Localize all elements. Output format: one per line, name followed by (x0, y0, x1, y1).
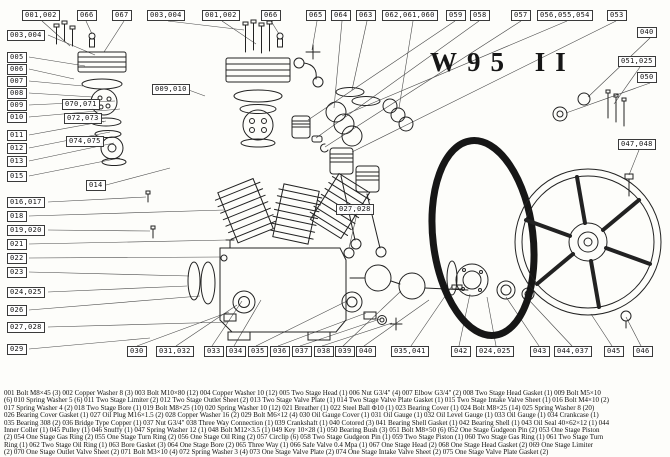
callout-006: 006 (7, 64, 27, 75)
one-stage-head-left (77, 51, 127, 166)
callout-040: 040 (637, 27, 657, 38)
callout-074-075: 074,075 (66, 136, 104, 147)
parts-list-line: Inner Coller (1) 045 Pulley (1) 046 Snuf… (4, 427, 600, 435)
piston-rings-icon (325, 98, 414, 147)
callout-011: 011 (7, 130, 27, 141)
flywheel-pulley (514, 168, 662, 316)
callout-036: 036 (270, 346, 290, 357)
bearing-shell-group (446, 260, 535, 301)
parts-list-line: 001 Bolt M8×45 (3) 002 Copper Washer 8 (… (4, 390, 601, 397)
callout-058: 058 (470, 10, 490, 21)
bore-gasket-icon (335, 87, 365, 97)
callout-046: 046 (633, 346, 653, 357)
callout-057: 057 (511, 10, 531, 21)
callout-015: 015 (7, 171, 27, 182)
callout-034: 034 (226, 346, 246, 357)
callout-042: 042 (451, 346, 471, 357)
right-small-parts (552, 89, 634, 329)
callout-030: 030 (127, 346, 147, 357)
crankcase (219, 239, 355, 341)
callout-005: 005 (7, 52, 27, 63)
callout-019-020: 019,020 (7, 225, 45, 236)
parts-list-line: 026 Bearing Cover Gasket (1) 027 Oil Plu… (4, 412, 599, 420)
callout-056-055-054: 056,055,054 (537, 10, 593, 21)
callout-059: 059 (446, 10, 466, 21)
model-title: W95 II (430, 47, 576, 77)
callout-008: 008 (7, 88, 27, 99)
callout-001-002: 001,002 (202, 10, 240, 21)
callout-038: 038 (314, 346, 334, 357)
callout-067: 067 (112, 10, 132, 21)
v-belt (428, 137, 538, 339)
callout-016-017: 016,017 (7, 197, 45, 208)
callout-072-073: 072,073 (64, 113, 102, 124)
callout-047-048: 047,048 (618, 139, 656, 150)
callout-022: 022 (7, 253, 27, 264)
callout-003-004: 003,004 (7, 30, 45, 41)
parts-list-line: (2) 070 One Stage Outlet Valve Sheet (2)… (4, 449, 549, 457)
callout-024-025: 024,025 (7, 287, 45, 298)
callout-037: 037 (292, 346, 312, 357)
callout-031-032: 031,032 (156, 346, 194, 357)
callout-009: 009 (7, 100, 27, 111)
two-stage-piston (291, 115, 329, 153)
callout-062-061-060: 062,061,060 (382, 10, 438, 21)
callout-053: 053 (607, 10, 627, 21)
callout-026: 026 (7, 305, 27, 316)
callout-043: 043 (530, 346, 550, 357)
callout-003-004: 003,004 (147, 10, 185, 21)
callout-010: 010 (7, 112, 27, 123)
callout-027-028: 027,028 (336, 204, 374, 215)
callout-024-025: 024,025 (476, 346, 514, 357)
callout-029: 029 (7, 344, 27, 355)
bearing-cover (145, 190, 216, 305)
parts-list-line: (6) 010 Spring Washer 5 (6) 011 Two Stag… (4, 397, 609, 405)
callout-035: 035 (248, 346, 268, 357)
one-stage-cylinder-1 (269, 183, 323, 245)
callout-014: 014 (86, 180, 106, 191)
bore-gasket-icon (351, 96, 381, 106)
two-stage-cylinder (214, 177, 277, 244)
callout-018: 018 (7, 211, 27, 222)
callout-009-010: 009,010 (152, 84, 190, 95)
parts-list-line: Ring (1) 062 Two Stage Oil Ring (1) 063 … (4, 441, 594, 449)
head-bolts-icon (242, 19, 273, 54)
callout-045: 045 (604, 346, 624, 357)
callout-063: 063 (356, 10, 376, 21)
callout-027-028: 027,028 (7, 322, 45, 333)
callout-044-037: 044,037 (554, 346, 592, 357)
two-stage-head (225, 44, 324, 88)
safety-valve-icon (88, 32, 284, 48)
one-stage-pistons (329, 147, 387, 258)
bolt-set-topleft-icon (53, 20, 76, 47)
callout-064: 064 (331, 10, 351, 21)
callout-065: 065 (306, 10, 326, 21)
callout-066: 066 (77, 10, 97, 21)
callout-001-002: 001,002 (22, 10, 60, 21)
callout-023: 023 (7, 267, 27, 278)
parts-list-line: (2) 054 One Stage Gas Ring (2) 055 One S… (4, 434, 604, 442)
callout-051-025: 051,025 (618, 56, 656, 67)
callout-035-041: 035,041 (391, 346, 429, 357)
callout-040: 040 (356, 346, 376, 357)
callout-033: 033 (204, 346, 224, 357)
callout-021: 021 (7, 239, 27, 250)
parts-list: 001 Bolt M8×45 (3) 002 Copper Washer 8 (… (4, 390, 666, 457)
parts-list-line: 035 Bearing 308 (2) 036 Bridge Type Copp… (4, 419, 610, 427)
callout-012: 012 (7, 143, 27, 154)
callout-007: 007 (7, 76, 27, 87)
callout-039: 039 (335, 346, 355, 357)
callout-050: 050 (637, 72, 657, 83)
callout-070-071: 070,071 (62, 99, 100, 110)
callout-013: 013 (7, 156, 27, 167)
callout-066: 066 (261, 10, 281, 21)
parts-list-line: 017 Spring Washer 4 (2) 018 Two Stage Bo… (4, 404, 595, 412)
two-stage-valve-stack (233, 89, 283, 148)
